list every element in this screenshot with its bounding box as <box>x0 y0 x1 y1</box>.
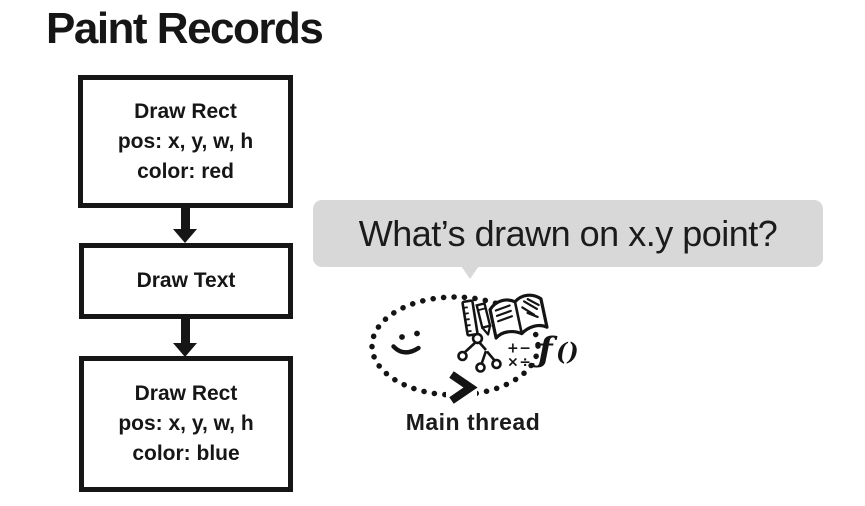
book-icon <box>488 293 549 340</box>
record-op-label: Draw Text <box>136 269 236 292</box>
smiley-face-icon <box>391 330 421 355</box>
main-thread-illustration: +− ×÷ ƒ () <box>369 293 579 404</box>
pencil-icon <box>475 301 492 336</box>
record-pos-label: pos: x, y, w, h <box>118 412 254 435</box>
record-op-label: Draw Rect <box>134 99 237 123</box>
speech-bubble-text: What’s drawn on x.y point? <box>358 212 778 254</box>
math-symbols-top: +− <box>507 341 531 357</box>
ruler-icon <box>461 299 479 337</box>
arrow-stem <box>181 207 190 230</box>
speech-bubble-tail <box>461 266 479 279</box>
tree-graph-icon <box>457 332 502 373</box>
math-symbols-bottom: ×÷ <box>507 355 531 371</box>
arrow-head-icon <box>173 229 197 243</box>
page-title: Paint Records <box>46 4 324 53</box>
paint-record-box-draw-rect-blue: Draw Rect pos: x, y, w, h color: blue <box>79 356 293 492</box>
record-pos-label: pos: x, y, w, h <box>117 129 254 153</box>
loop-arrowhead-icon <box>446 371 478 404</box>
function-parens: () <box>556 337 579 366</box>
arrow-head-icon <box>173 343 197 357</box>
paint-record-box-draw-rect-red: Draw Rect pos: x, y, w, h color: red <box>78 75 293 208</box>
main-thread-label: Main thread <box>405 409 541 435</box>
record-op-label: Draw Rect <box>134 382 238 405</box>
record-color-label: color: blue <box>132 442 240 465</box>
speech-bubble: What’s drawn on x.y point? <box>313 200 823 279</box>
flow-arrow-down-2 <box>173 318 198 357</box>
record-color-label: color: red <box>137 159 234 183</box>
flow-arrow-down-1 <box>173 207 198 244</box>
paint-record-box-draw-text: Draw Text <box>79 243 293 319</box>
arrow-stem <box>181 318 190 344</box>
